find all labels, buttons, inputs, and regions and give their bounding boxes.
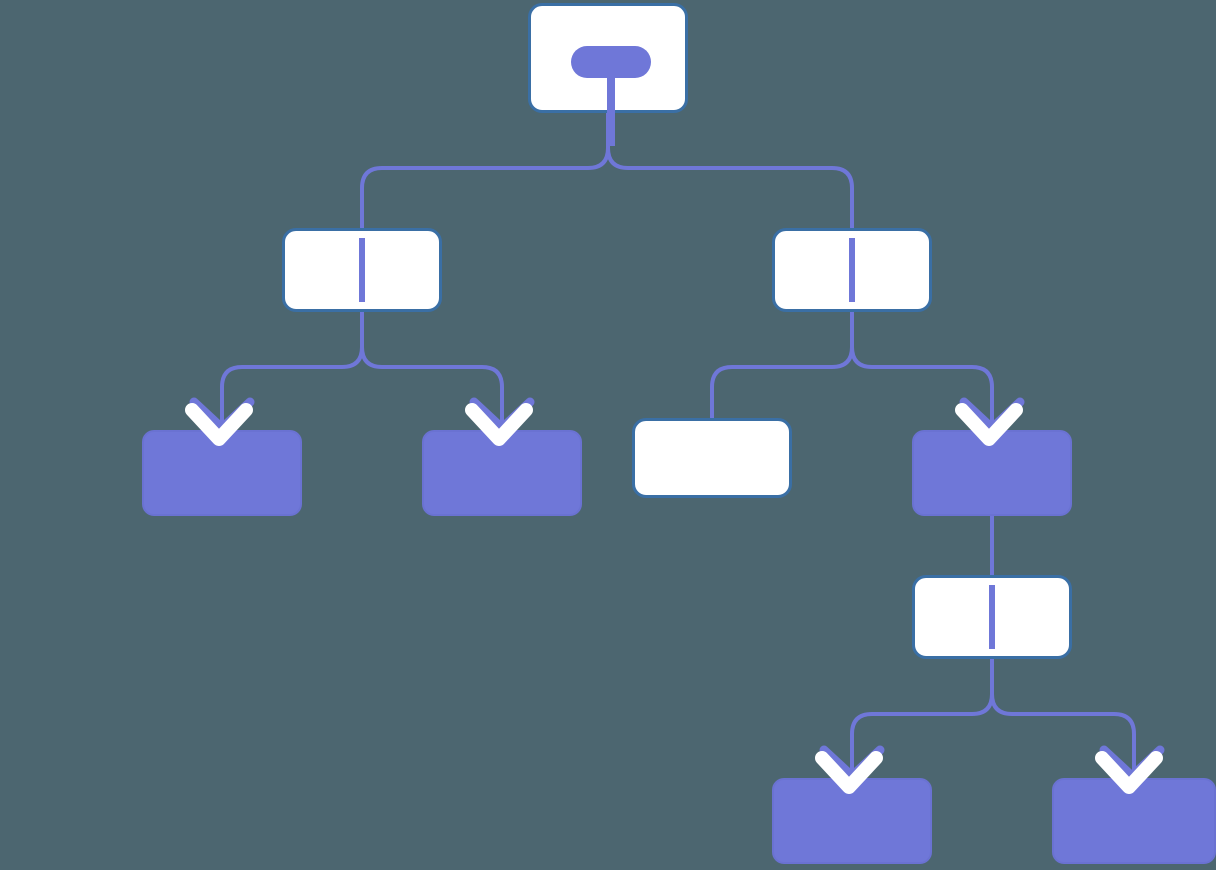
root-pill-shape: [571, 46, 651, 78]
chevron-down-icon: [465, 403, 533, 446]
root-pill-stem: [607, 76, 615, 146]
chevron-down-icon: [1095, 751, 1163, 794]
arrow-down-icon-l3b: [465, 397, 535, 446]
edge-root-to-level2-right: [606, 103, 854, 240]
edge-level4-to-l5b: [990, 649, 1136, 790]
edge-level2-left-to-l3a: [220, 302, 364, 442]
arrow-down-icon-l3a: [185, 397, 255, 446]
edge-level2-right-to-l3c: [710, 302, 854, 430]
root-node[interactable]: [528, 3, 688, 146]
level3-node-3[interactable]: [632, 418, 792, 498]
edge-level2-left-to-l3b: [360, 302, 504, 442]
edge-level2-right-to-l3d: [850, 302, 994, 442]
arrow-down-icon-l5a: [815, 745, 885, 794]
edge-level4-to-l5a: [850, 649, 994, 790]
edge-root-to-level2-left: [360, 103, 610, 240]
chevron-down-icon: [815, 751, 883, 794]
chevron-down-icon: [955, 403, 1023, 446]
arrow-down-icon-l3d: [955, 397, 1025, 446]
arrow-down-icon-l5b: [1095, 745, 1165, 794]
level5-node-2[interactable]: [1052, 778, 1216, 864]
chevron-down-icon: [185, 403, 253, 446]
